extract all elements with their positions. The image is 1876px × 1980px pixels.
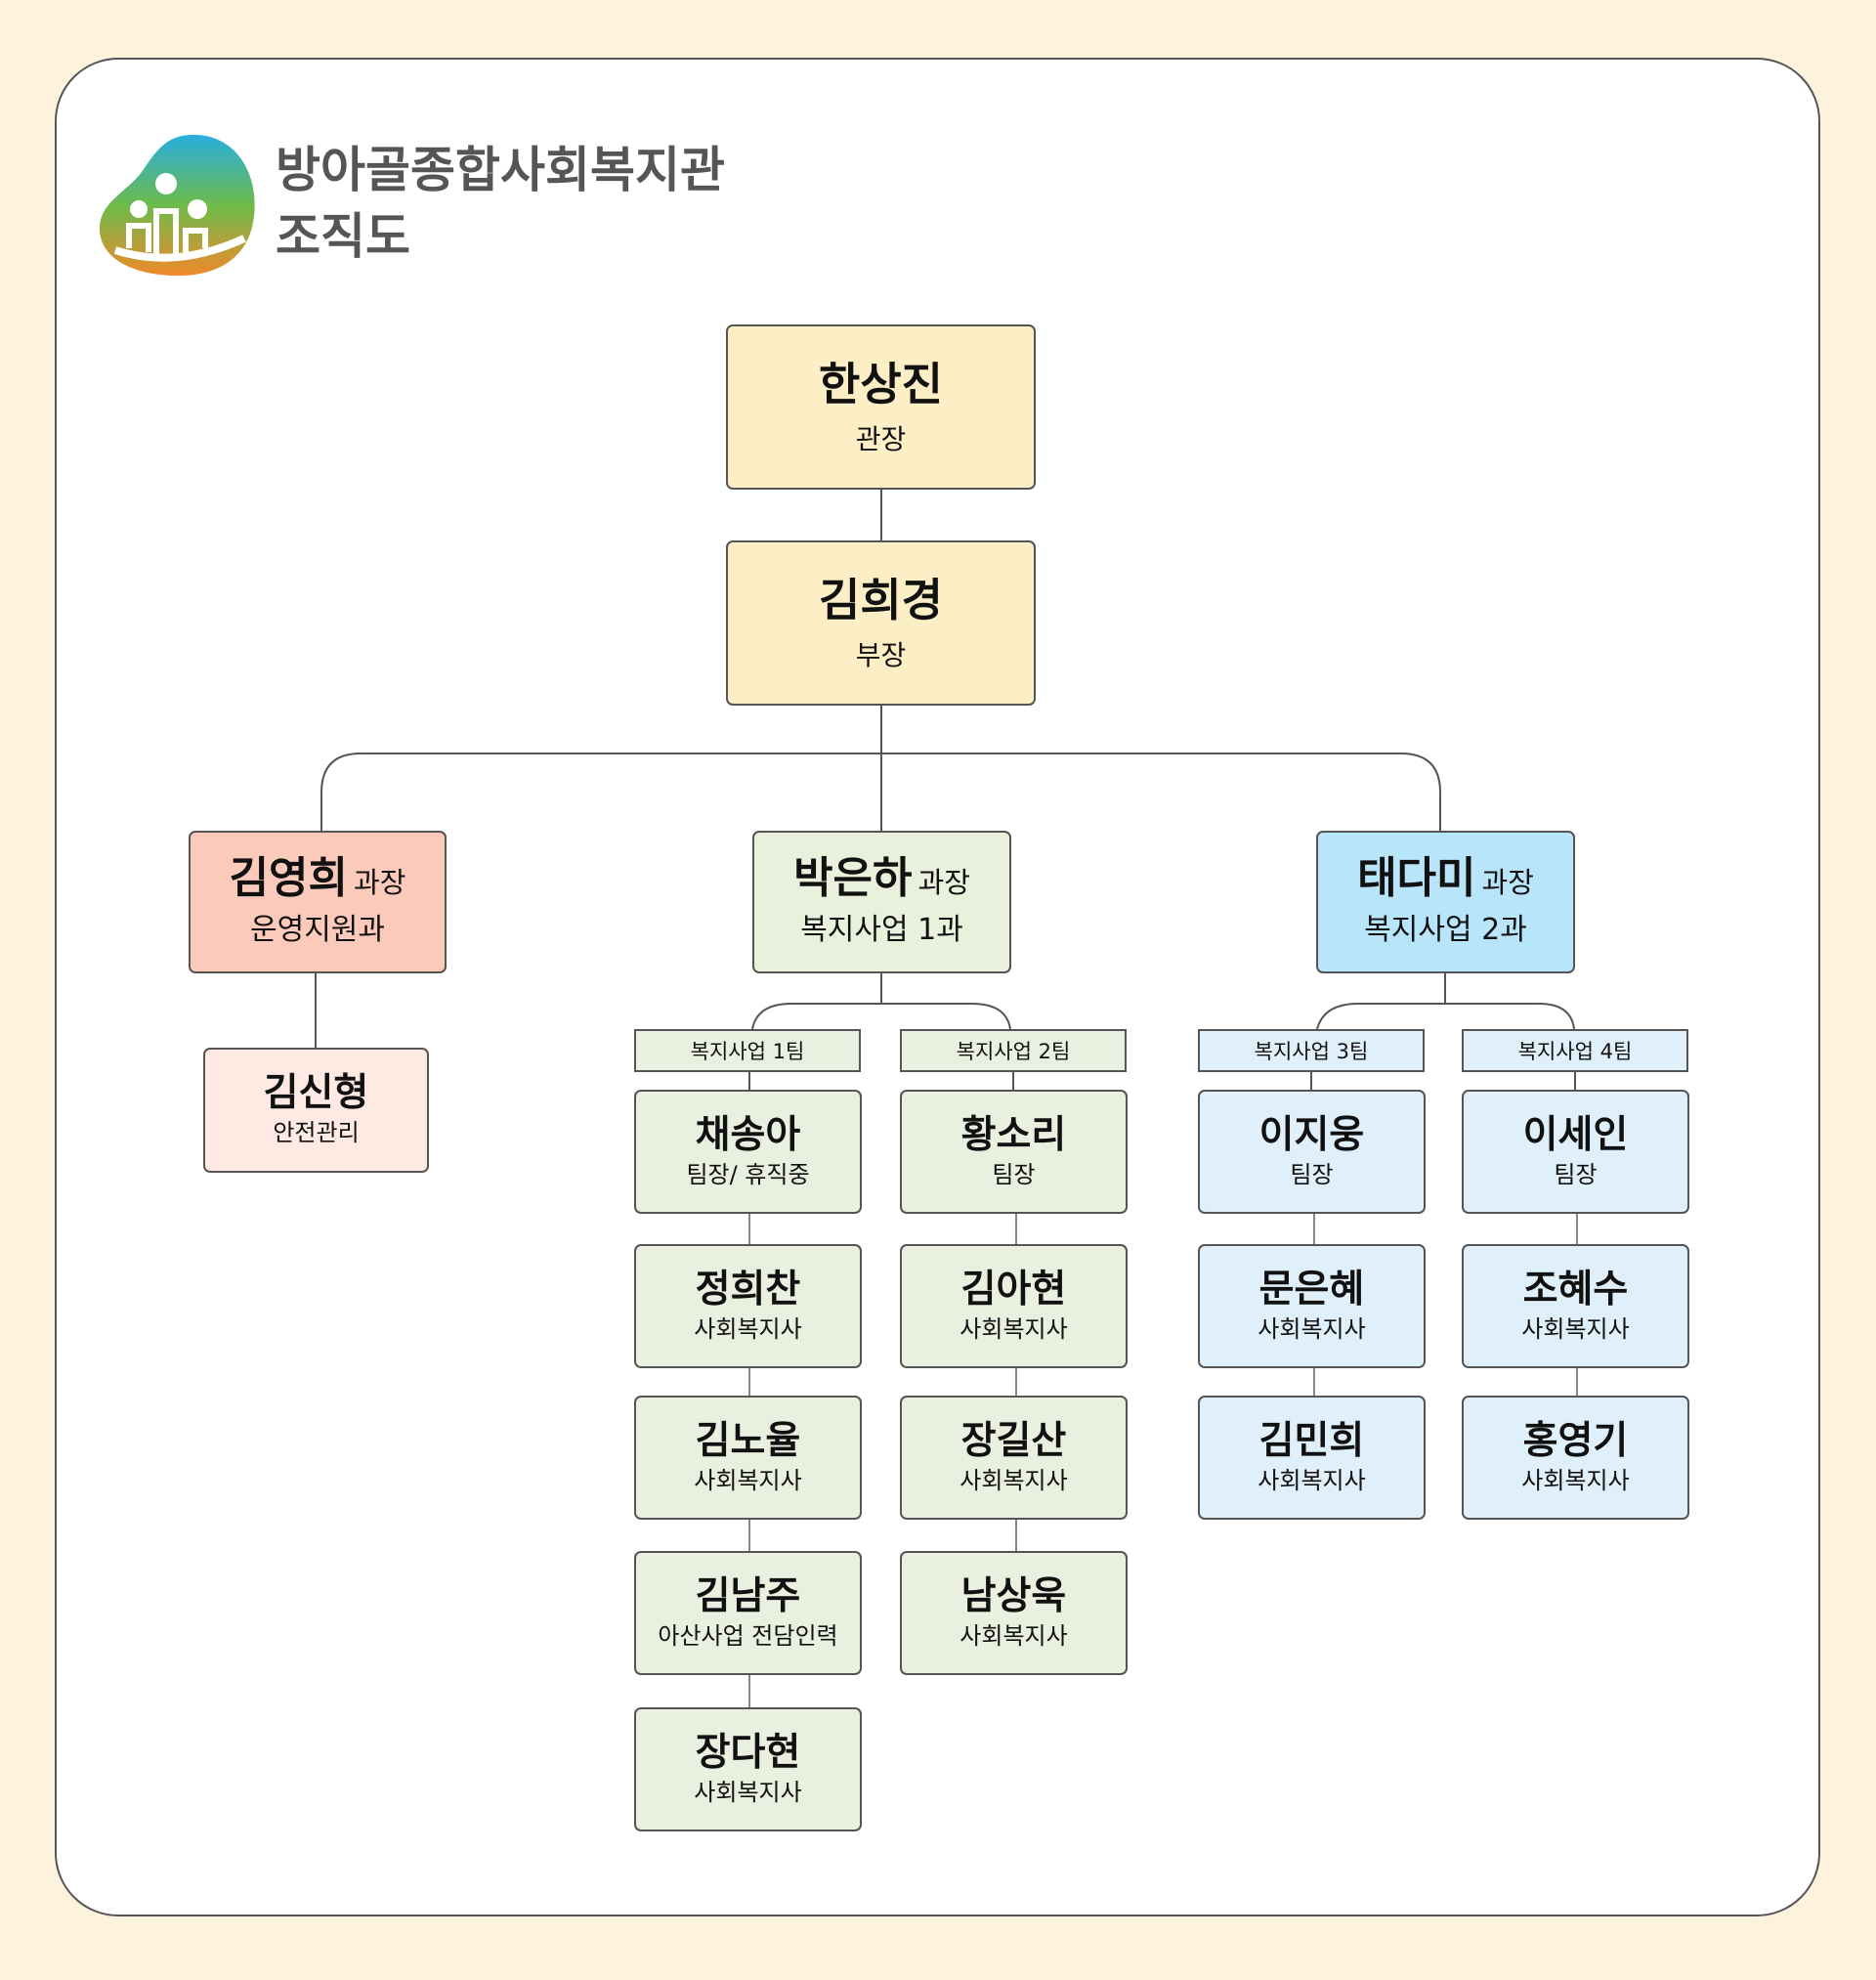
logo-icon	[99, 134, 255, 277]
person-role: 사회복지사	[1258, 1466, 1366, 1494]
division-name: 복지사업 1과	[800, 913, 963, 947]
person-role: 부장	[855, 638, 907, 671]
person-name: 정희찬	[695, 1267, 801, 1312]
division-name: 복지사업 2과	[1364, 913, 1527, 947]
person-role: 사회복지사	[959, 1314, 1068, 1343]
person-name: 장다현	[695, 1730, 801, 1775]
person-name: 김아현	[960, 1267, 1067, 1312]
person-role: 팀장/ 휴직중	[686, 1160, 810, 1188]
person-title: 과장	[1481, 866, 1534, 899]
person-name: 한상진	[819, 357, 943, 410]
person-name: 조혜수	[1522, 1267, 1629, 1312]
person-role: 관장	[855, 422, 907, 455]
person-name: 이세인	[1522, 1112, 1629, 1157]
person-name: 김희경	[819, 573, 943, 626]
person-name: 홍영기	[1522, 1418, 1629, 1463]
deputy-director-box: 김희경 부장	[726, 540, 1036, 706]
person-name: 김신형	[263, 1071, 369, 1115]
person-role: 사회복지사	[1521, 1466, 1630, 1494]
person-role: 아산사업 전담인력	[658, 1621, 838, 1650]
person-role: 사회복지사	[1258, 1314, 1366, 1343]
team-label: 복지사업 2팀	[900, 1029, 1127, 1072]
person-role: 사회복지사	[694, 1778, 802, 1806]
person-name: 이지웅	[1258, 1112, 1365, 1157]
person-name: 장길산	[960, 1418, 1067, 1463]
staff-box-safety: 김신형 안전관리	[203, 1048, 429, 1173]
person-name: 박은하	[793, 853, 913, 903]
team-label: 복지사업 4팀	[1462, 1029, 1688, 1072]
person-role: 사회복지사	[694, 1466, 802, 1494]
person-name: 황소리	[960, 1112, 1067, 1157]
person-role: 안전관리	[273, 1119, 360, 1146]
division-name: 운영지원과	[250, 913, 385, 947]
chart-subtitle: 조직도	[276, 208, 410, 265]
person-role: 팀장	[1554, 1160, 1598, 1188]
page-title: 방아골종합사회복지관 조직도	[276, 137, 725, 270]
person-role: 사회복지사	[694, 1314, 802, 1343]
person-title: 과장	[917, 866, 970, 899]
person-name: 남상욱	[960, 1573, 1067, 1618]
person-title: 과장	[354, 866, 406, 899]
person-name: 태다미	[1357, 853, 1476, 903]
person-role: 팀장	[992, 1160, 1036, 1188]
team-label: 복지사업 1팀	[634, 1029, 861, 1072]
person-role: 팀장	[1290, 1160, 1334, 1188]
person-role: 사회복지사	[959, 1621, 1068, 1650]
person-name: 문은혜	[1258, 1267, 1365, 1312]
person-role: 사회복지사	[959, 1466, 1068, 1494]
person-name: 김민희	[1258, 1418, 1365, 1463]
person-role: 사회복지사	[1521, 1314, 1630, 1343]
org-name: 방아골종합사회복지관	[276, 142, 725, 198]
director-box: 한상진 관장	[726, 324, 1036, 490]
person-name: 김남주	[695, 1573, 801, 1618]
team-label: 복지사업 3팀	[1198, 1029, 1425, 1072]
person-name: 김영희	[229, 853, 349, 903]
person-name: 김노율	[695, 1418, 801, 1463]
person-name: 채송아	[695, 1112, 801, 1157]
